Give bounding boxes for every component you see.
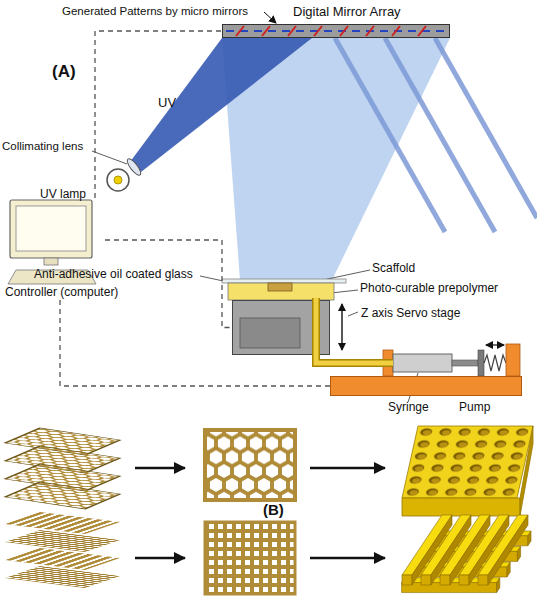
bar-end (528, 531, 531, 546)
bar-front (421, 575, 431, 585)
micro-mirror (340, 26, 348, 36)
micro-mirror (418, 26, 426, 36)
process-arrow (310, 557, 385, 560)
feed-tube (316, 298, 393, 363)
node-label: Z axis Servo stage (361, 307, 460, 321)
bar-front (478, 575, 488, 585)
plunger-head (478, 350, 484, 376)
bar-layer-plate (5, 512, 120, 534)
monitor-frame (10, 200, 92, 258)
control-link (105, 240, 232, 328)
micro-mirror (314, 26, 322, 36)
block-front-face (402, 498, 520, 516)
micro-mirror (288, 26, 296, 36)
micro-mirror (366, 26, 374, 36)
bar-end (507, 562, 510, 577)
part-label: Scaffold (372, 262, 415, 276)
panel-label: (A) (52, 62, 76, 82)
woodpile-upper (402, 515, 528, 585)
part-label: Syringe (388, 401, 429, 415)
deflected-beam (335, 38, 445, 232)
z-motion-arrow (341, 304, 342, 350)
bar-layer (5, 548, 120, 570)
feed-tube-outline (316, 298, 393, 363)
bar-front (459, 575, 469, 585)
pump-base: Pump (330, 376, 522, 396)
bar-end (517, 547, 520, 562)
deflected-beam (435, 38, 537, 218)
leader-arrow (264, 12, 276, 23)
lamp-bulb (114, 176, 122, 184)
block-top-face (402, 426, 533, 498)
syringe-barrel (393, 354, 452, 372)
stage-block (240, 318, 300, 348)
block-side-face (520, 426, 533, 516)
bar-front (440, 575, 450, 585)
micro-mirrors (236, 26, 426, 36)
grid-pattern-frame (205, 522, 295, 594)
node-label: Digital Mirror Array (293, 5, 401, 20)
plunger-rod (452, 360, 478, 366)
grid-pattern-square (205, 522, 295, 594)
monitor-screen (16, 206, 86, 251)
servo-stage: Z axis Servo stage (232, 300, 330, 355)
part-label: Photo-curable prepolymer (360, 282, 498, 296)
part-label: Collimating lens (2, 140, 83, 153)
control-link (95, 31, 222, 198)
prepolymer-vat (228, 283, 334, 300)
mirror-array: Digital Mirror Array (222, 24, 450, 38)
bar-end (497, 578, 500, 593)
bar-layer-plate (5, 566, 120, 588)
bar-layer-plate (5, 548, 120, 570)
process-arrow (310, 467, 385, 470)
panel-label: (B) (263, 501, 284, 518)
leader-line (92, 151, 127, 164)
bar-top (478, 515, 528, 575)
process-arrow (135, 557, 185, 560)
bar-layer (5, 512, 120, 534)
hex-pattern-square (205, 430, 295, 500)
node-label: Pump (459, 401, 490, 415)
porous-top (402, 426, 533, 498)
micro-mirror (392, 26, 400, 36)
bar-layer-plate (5, 530, 120, 552)
micro-mirror (262, 26, 270, 36)
uv-beam (130, 38, 312, 172)
hex-layer (5, 482, 120, 509)
callout-text: Generated Patterns by micro mirrors (62, 5, 248, 18)
mirror-pattern (226, 30, 447, 32)
hex-layer-plate (5, 482, 120, 509)
part-label: Anti-adhesive oil coated glass (34, 268, 193, 282)
beam-label: UV (158, 96, 176, 111)
micro-mirror (236, 26, 244, 36)
coated-glass (222, 279, 346, 283)
part-label: UV lamp (40, 188, 86, 202)
pump-motion-arrow (486, 344, 504, 345)
bar-layer (5, 566, 120, 588)
node-label: Controller (computer) (5, 286, 118, 300)
pump-block (506, 344, 520, 376)
deflected-beam (385, 38, 495, 232)
uv-lamp (107, 169, 129, 191)
bar-front (402, 575, 412, 585)
scaffold-part (268, 283, 292, 291)
process-arrow (135, 467, 185, 470)
monitor-neck (44, 258, 58, 265)
syringe-holder (383, 350, 393, 376)
control-link (60, 300, 330, 386)
hex-pattern-frame (205, 430, 295, 500)
controller-computer: Controller (computer) (5, 198, 105, 300)
pump-spring (484, 355, 506, 371)
leader-line (348, 312, 358, 316)
bar-side (488, 515, 528, 585)
bar-layer (5, 530, 120, 552)
